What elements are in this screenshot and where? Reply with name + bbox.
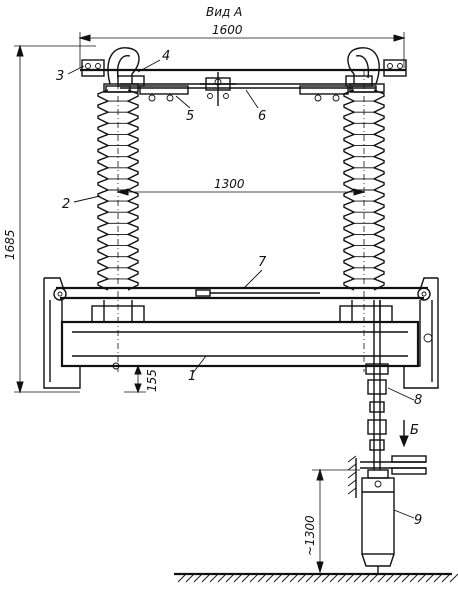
ground-hatch — [337, 573, 347, 583]
insulator-shed-profile — [372, 89, 385, 291]
drive-mechanism — [361, 469, 395, 574]
ground-hatch — [425, 573, 435, 583]
callouts: 3 4 5 6 2 7 1 8 9 — [56, 49, 422, 528]
callout-3: 3 — [56, 69, 64, 84]
drive-shaft — [360, 300, 427, 475]
base-frame — [60, 300, 420, 370]
ground-hatch — [361, 573, 371, 583]
ground-hatch — [313, 573, 323, 583]
ground-hatch — [409, 573, 419, 583]
ground-hatch — [305, 573, 315, 583]
callout-6: 6 — [258, 109, 266, 124]
dimension-1685: 1685 — [3, 44, 96, 394]
right-bracket — [403, 277, 439, 389]
ground-hatch — [297, 573, 307, 583]
ground-hatch — [233, 573, 243, 583]
ground-hatch — [249, 573, 259, 583]
dim-drive-height: ~1300 — [303, 515, 317, 556]
view-arrow-b: Б — [399, 420, 419, 448]
ground-hatch — [441, 573, 451, 583]
ground-hatch — [417, 573, 427, 583]
callout-8: 8 — [414, 393, 422, 408]
ground-hatch — [329, 573, 339, 583]
arrow-label: Б — [410, 423, 419, 438]
dimension-155: 155 — [124, 364, 159, 394]
callout-1: 1 — [188, 369, 196, 384]
ground-hatch — [393, 573, 403, 583]
middle-contact — [139, 72, 349, 106]
ground-hatch — [321, 573, 331, 583]
dim-total-height: 1685 — [3, 229, 17, 260]
ground-hatch — [273, 573, 283, 583]
view-title: Вид А — [206, 5, 242, 19]
dimension-1600: Вид А 1600 — [78, 5, 406, 68]
ground-hatch — [345, 573, 355, 583]
ground-hatch — [225, 573, 235, 583]
dim-top-width: 1600 — [212, 23, 243, 37]
ground-hatch — [265, 573, 275, 583]
ground-line — [174, 572, 458, 583]
ground-hatch — [193, 573, 203, 583]
connecting-rod — [56, 286, 428, 300]
ground-hatch — [289, 573, 299, 583]
ground-hatch — [353, 573, 363, 583]
ground-hatch — [257, 573, 267, 583]
insulator-shed-profile — [126, 89, 139, 291]
ground-hatch — [433, 573, 443, 583]
ground-hatch — [369, 573, 379, 583]
insulator-shed-profile — [343, 89, 356, 291]
top-busbar — [80, 68, 406, 89]
ground-hatch — [377, 573, 387, 583]
ground-hatch — [185, 573, 195, 583]
ground-hatch — [209, 573, 219, 583]
ground-hatch — [241, 573, 251, 583]
ground-hatch — [449, 573, 458, 583]
wall-support — [347, 455, 357, 498]
dim-frame-offset: 155 — [145, 369, 159, 392]
callout-7: 7 — [258, 255, 267, 270]
dimension-1300: 1300 — [116, 177, 366, 196]
ground-hatch — [401, 573, 411, 583]
ground-hatch — [177, 573, 187, 583]
ground-hatch — [385, 573, 395, 583]
ground-hatch — [217, 573, 227, 583]
insulator-shed-profile — [97, 89, 110, 291]
dim-insulator-spacing: 1300 — [214, 177, 245, 191]
callout-2: 2 — [62, 197, 70, 212]
callout-5: 5 — [186, 109, 194, 124]
callout-4: 4 — [162, 49, 170, 64]
dimension-drive-height: ~1300 — [303, 468, 360, 574]
ground-hatch — [281, 573, 291, 583]
callout-9: 9 — [414, 513, 422, 528]
ground-hatch — [201, 573, 211, 583]
